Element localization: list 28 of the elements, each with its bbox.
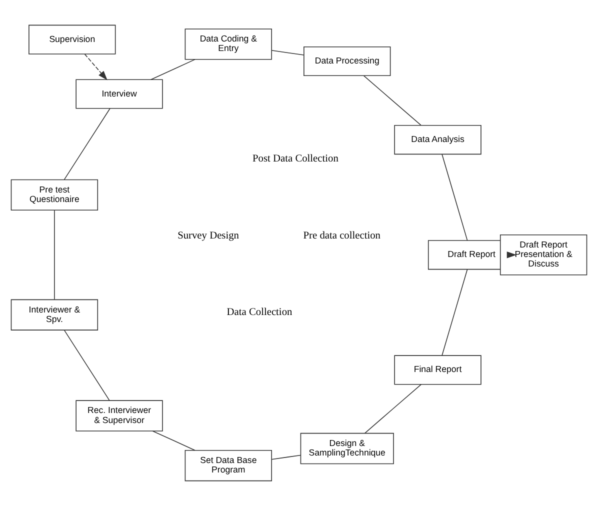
label: Survey Design	[178, 230, 239, 242]
connector	[364, 384, 422, 434]
node-box: Data Coding & Entry	[184, 28, 272, 60]
node-box: Final Report	[394, 355, 482, 385]
connector	[442, 269, 468, 356]
connector	[363, 75, 422, 126]
node-box: Set Data Base Program	[184, 450, 272, 482]
connector	[442, 154, 468, 241]
node-box: Supervision	[28, 24, 116, 54]
connector	[271, 454, 301, 460]
node-box: Rec. Interviewer & Supervisor	[76, 400, 163, 432]
label: Data Collection	[226, 307, 292, 318]
node-box: Design & SamplingTechnique	[300, 432, 394, 464]
connector	[150, 59, 196, 80]
label: Post Data Collection	[252, 154, 338, 165]
arrow	[84, 54, 108, 80]
node-box: Pre test Questionaire	[10, 179, 98, 211]
connector	[152, 430, 196, 451]
connector	[54, 210, 55, 300]
connector	[64, 330, 110, 401]
node-box: Data Analysis	[394, 125, 482, 155]
node-box: Data Processing	[304, 46, 391, 76]
node-box: Interview	[76, 79, 163, 109]
node-box: Interviewer & Spv.	[10, 299, 98, 330]
connector	[271, 50, 304, 56]
connector	[64, 108, 110, 180]
label: Pre data collection	[303, 230, 380, 242]
node-box: Draft Report Presentation & Discuss	[500, 234, 588, 276]
